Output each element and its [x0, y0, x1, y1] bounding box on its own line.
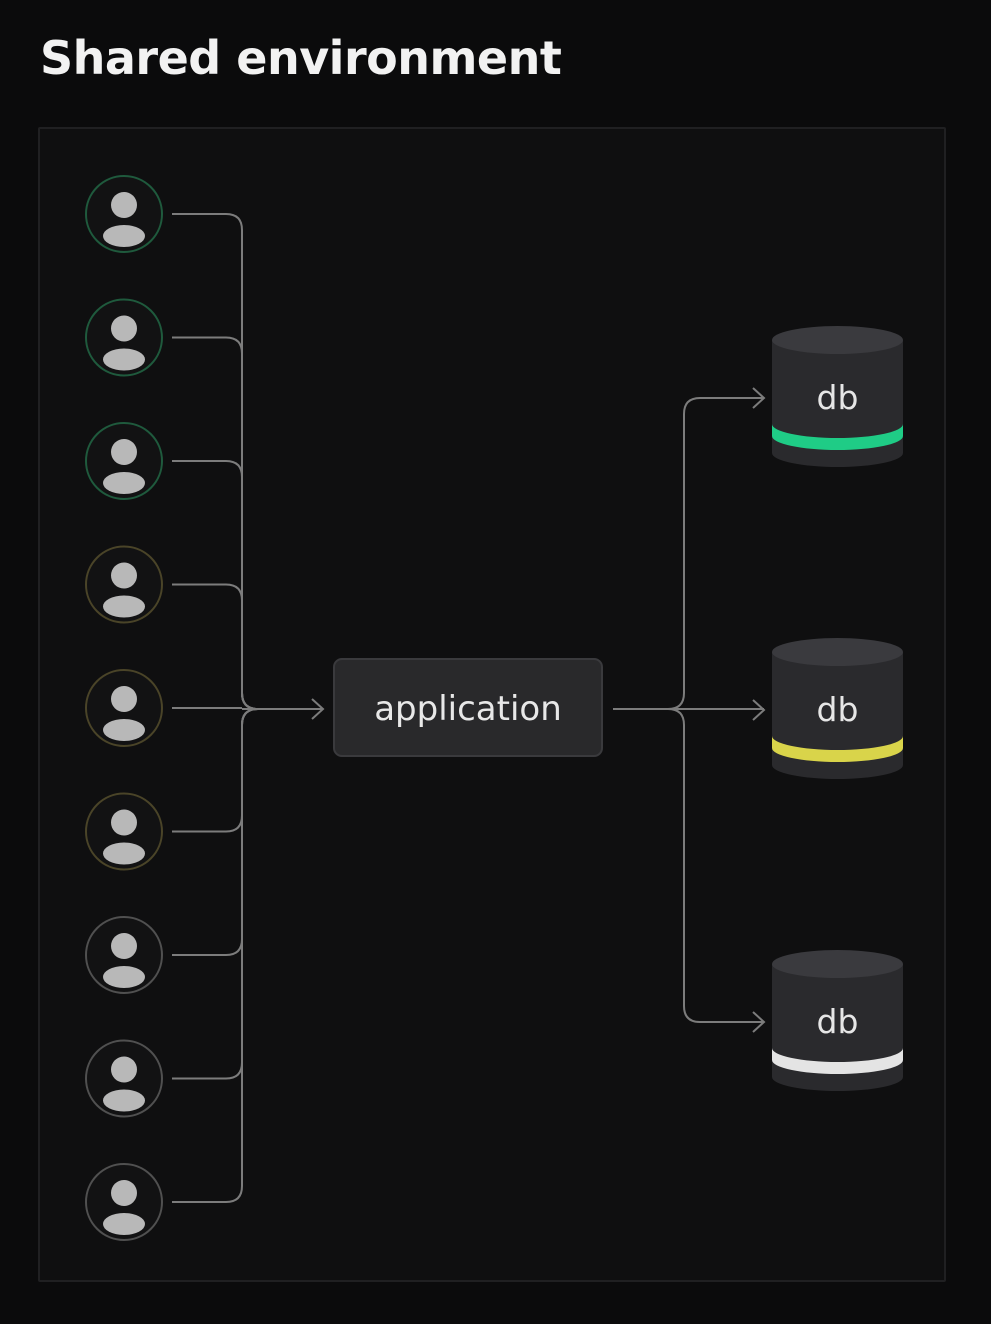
user-avatar [85, 422, 163, 500]
db-connector [667, 708, 764, 1023]
database-label: db [817, 378, 859, 417]
user-connector [172, 708, 259, 1203]
db-connector [667, 397, 764, 710]
arrowhead-icon [752, 1011, 766, 1033]
user-connector [172, 708, 259, 833]
database-label: db [817, 1002, 859, 1041]
arrowhead-icon [311, 698, 325, 720]
user-avatar [85, 298, 163, 377]
user-avatar [85, 545, 163, 624]
page-title: Shared environment [40, 31, 562, 85]
user-connector [172, 708, 259, 1080]
user-avatar [85, 669, 163, 747]
user-avatar [85, 1039, 163, 1118]
application-label: application [374, 689, 562, 729]
database-label: db [817, 690, 859, 729]
database-1[interactable]: db [772, 326, 903, 467]
user-avatar [85, 792, 163, 871]
connector-lines [172, 213, 766, 1203]
db-band [772, 736, 903, 762]
database-column: db db db [772, 326, 903, 1091]
database-2[interactable]: db [772, 638, 903, 780]
user-connector [172, 336, 259, 710]
db-band [772, 1048, 903, 1074]
arrowhead-icon [752, 699, 766, 721]
database-3[interactable]: db [772, 950, 903, 1091]
arrowhead-icon [752, 387, 766, 409]
user-column [85, 175, 163, 1241]
db-band [772, 424, 903, 451]
user-avatar [85, 1163, 163, 1241]
user-avatar [85, 175, 163, 253]
user-connector [172, 583, 259, 710]
user-avatar [85, 916, 163, 994]
application-node[interactable]: application [333, 658, 603, 757]
